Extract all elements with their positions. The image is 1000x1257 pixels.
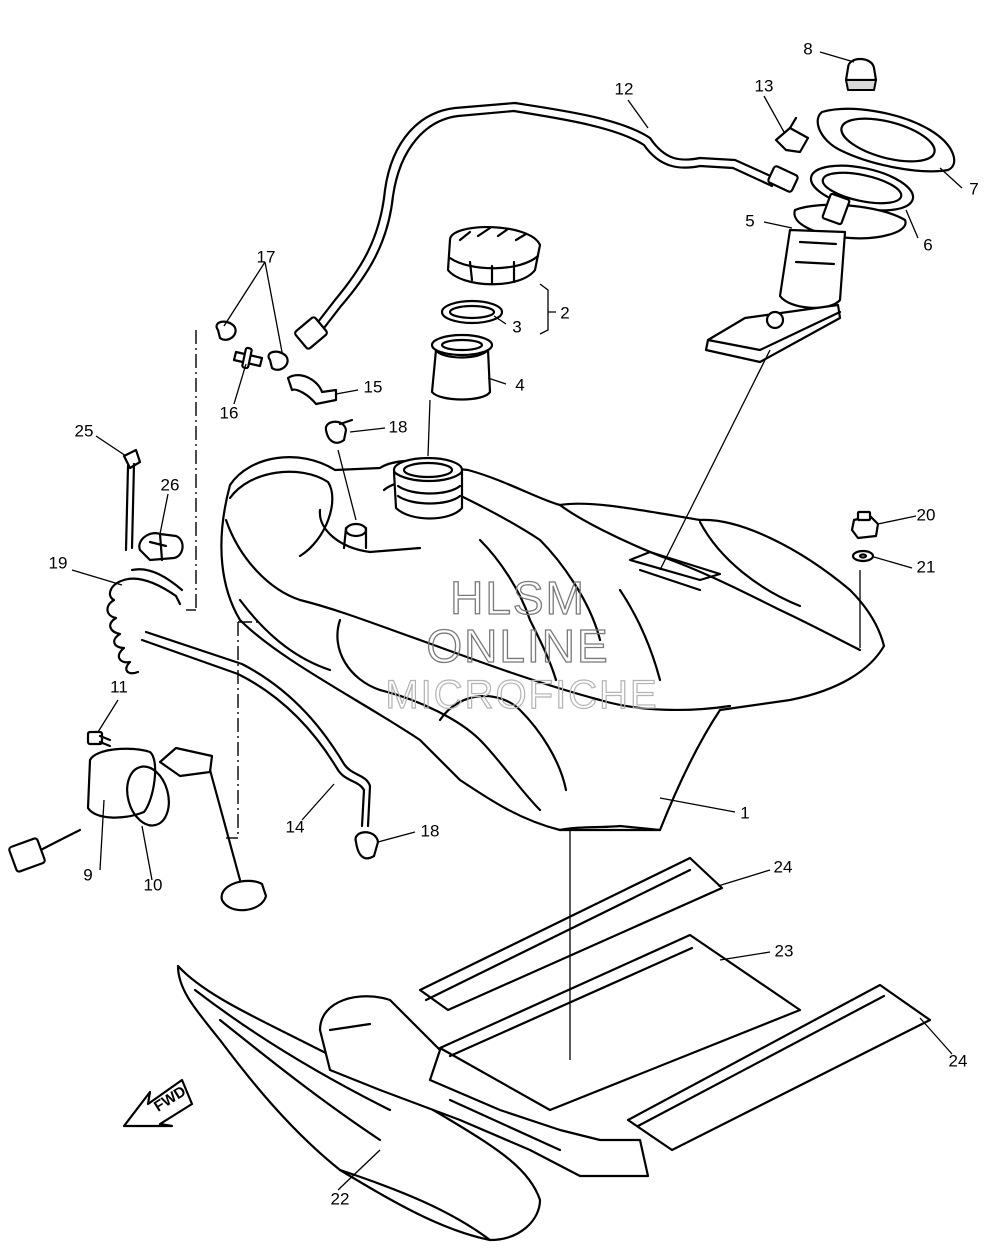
callout-18-bottom: 18 [421, 821, 440, 840]
fuel-tank-1 [220, 456, 886, 832]
watermark-line-1: HLSM [450, 572, 586, 624]
callout-9: 9 [83, 865, 92, 884]
callout-24-right: 24 [949, 1051, 968, 1070]
seal-3 [440, 299, 504, 325]
callout-7: 7 [969, 179, 978, 198]
callout-10: 10 [144, 875, 163, 894]
callout-3: 3 [512, 317, 521, 336]
watermark: HLSM ONLINE MICROFICHE [385, 571, 658, 717]
callout-19: 19 [49, 553, 68, 572]
callout-21: 21 [917, 557, 936, 576]
hose-clamp-13 [774, 116, 810, 154]
callout-11: 11 [110, 677, 128, 696]
callout-26: 26 [161, 475, 180, 494]
callout-1: 1 [740, 803, 749, 822]
pad-23 [438, 933, 802, 1112]
callout-17: 17 [257, 247, 276, 266]
callout-2: 2 [560, 303, 569, 322]
callout-23: 23 [775, 941, 794, 960]
cap-nut-8 [844, 57, 878, 91]
callout-4: 4 [515, 375, 524, 394]
callout-12: 12 [615, 79, 634, 98]
holder-26 [138, 532, 184, 562]
callout-labels: 1 2 3 4 5 6 7 8 9 10 11 12 13 14 15 16 1… [49, 39, 979, 1208]
washer-21 [851, 549, 875, 563]
pad-24-right [626, 983, 932, 1152]
callout-13: 13 [755, 76, 774, 95]
pad-24-top [418, 856, 724, 1012]
callout-24-top: 24 [774, 857, 793, 876]
callout-18-top: 18 [389, 417, 408, 436]
sender-plate-9 [8, 747, 157, 873]
fuel-hose-12 [294, 101, 799, 350]
fuel-level-sender [158, 746, 268, 912]
coiled-hose-19 [106, 568, 372, 828]
filler-neck-4 [430, 333, 494, 401]
bolt-11 [86, 730, 112, 748]
callout-22: 22 [331, 1189, 350, 1208]
watermark-line-3: MICROFICHE [385, 673, 658, 717]
plate-7 [816, 107, 956, 173]
fitting-16 [232, 346, 264, 370]
cable-tie-25 [122, 448, 142, 552]
callout-leaders [71, 51, 963, 1191]
callout-15: 15 [364, 377, 383, 396]
guard-22 [176, 964, 650, 1242]
callout-6: 6 [923, 235, 932, 254]
callout-25: 25 [75, 421, 94, 440]
fuel-pump-5 [704, 192, 907, 364]
hose-clamp-18-bottom [354, 831, 380, 860]
watermark-line-2: ONLINE [426, 620, 609, 672]
fuel-cap-2 [446, 226, 542, 286]
o-ring-10 [126, 765, 170, 827]
clips-17 [215, 320, 289, 371]
callout-14: 14 [286, 817, 305, 836]
fwd-direction-arrow: FWD [122, 1078, 194, 1128]
callout-8: 8 [803, 39, 812, 58]
hose-15 [286, 374, 338, 406]
callout-16: 16 [220, 403, 239, 422]
hose-clamp-18-top [324, 418, 354, 444]
bolt-20 [850, 510, 880, 540]
assembly-guide-lines [186, 330, 861, 1060]
callout-5: 5 [745, 211, 754, 230]
callout-20: 20 [917, 505, 936, 524]
